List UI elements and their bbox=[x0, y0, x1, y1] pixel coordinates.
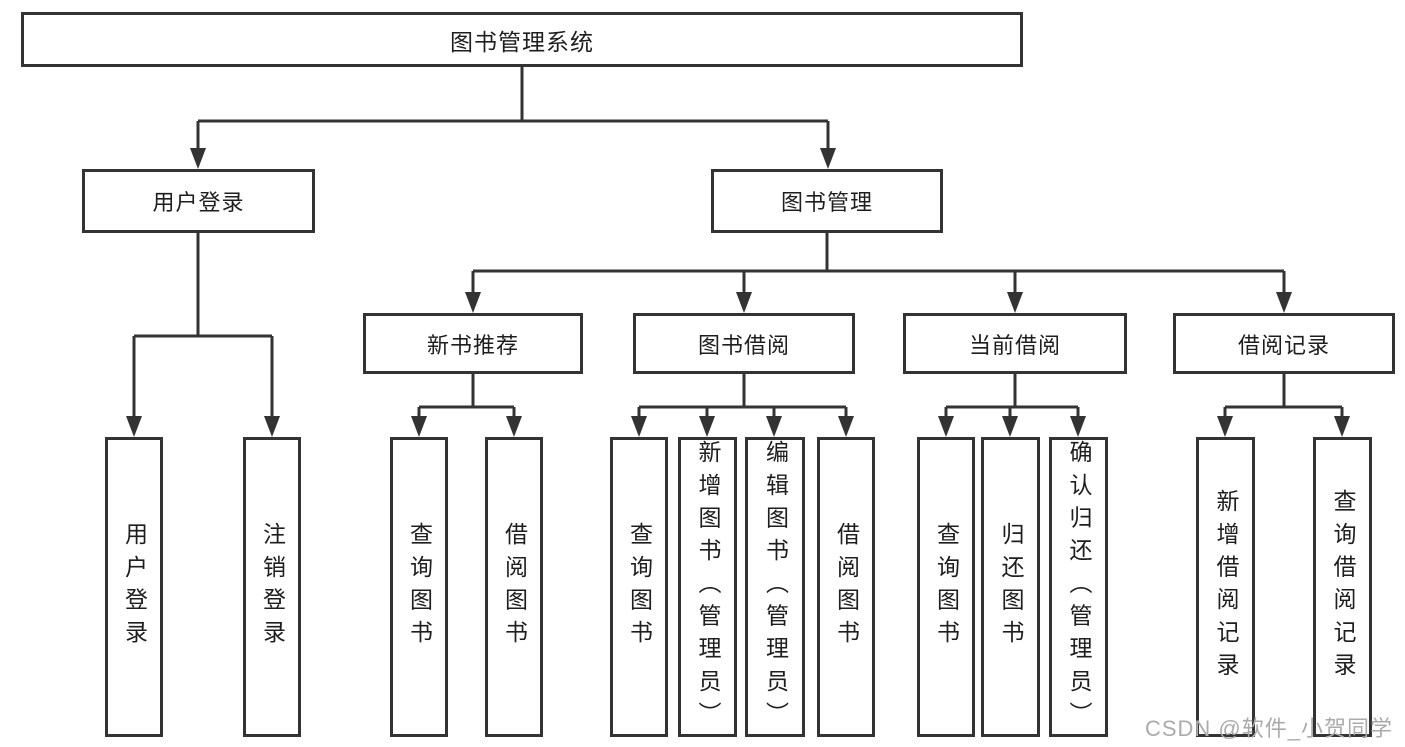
node-current-borrow: 当前借阅 bbox=[903, 313, 1127, 374]
leaf-confirm-return-admin: 确认归还（管理员） bbox=[1049, 437, 1108, 737]
node-borrow-records-label: 借阅记录 bbox=[1237, 332, 1330, 358]
leaf-user-login-label: 用户登录 bbox=[121, 521, 148, 653]
leaf-add-borrow-record: 新增借阅记录 bbox=[1196, 437, 1255, 737]
node-new-book-rec-label: 新书推荐 bbox=[426, 332, 519, 358]
connector-root-split bbox=[190, 66, 836, 169]
node-book-mgmt-label: 图书管理 bbox=[780, 190, 873, 215]
connector-book-mgmt-split bbox=[465, 233, 1292, 313]
node-root: 图书管理系统 bbox=[21, 12, 1023, 67]
leaf-query-books-b-label: 查询图书 bbox=[626, 521, 653, 653]
leaf-confirm-return-admin-label: 确认归还（管理员） bbox=[1066, 440, 1092, 734]
leaf-add-books-admin-label: 新增图书（管理员） bbox=[695, 440, 721, 734]
leaf-user-login: 用户登录 bbox=[105, 437, 163, 737]
node-user-login-label: 用户登录 bbox=[152, 190, 245, 215]
connector-borrow-records-split bbox=[1217, 374, 1350, 437]
node-book-mgmt: 图书管理 bbox=[711, 169, 943, 233]
node-new-book-rec: 新书推荐 bbox=[363, 313, 583, 374]
leaf-add-books-admin: 新增图书（管理员） bbox=[678, 437, 737, 737]
leaf-query-borrow-record: 查询借阅记录 bbox=[1313, 437, 1372, 737]
leaf-logout: 注销登录 bbox=[243, 437, 301, 737]
leaf-add-borrow-record-label: 新增借阅记录 bbox=[1213, 489, 1239, 685]
connector-new-book-rec-split bbox=[411, 374, 522, 437]
connector-current-borrow-split bbox=[938, 374, 1086, 437]
leaf-query-borrow-record-label: 查询借阅记录 bbox=[1330, 489, 1356, 685]
node-book-borrow-label: 图书借阅 bbox=[697, 332, 790, 358]
leaf-edit-books-admin-label: 编辑图书（管理员） bbox=[762, 440, 789, 734]
connector-user-login-split bbox=[126, 233, 280, 437]
leaf-borrow-books-a: 借阅图书 bbox=[485, 437, 543, 737]
leaf-return-books-label: 归还图书 bbox=[998, 521, 1024, 653]
node-book-borrow: 图书借阅 bbox=[633, 313, 855, 374]
leaf-borrow-books-a-label: 借阅图书 bbox=[501, 521, 528, 653]
leaf-query-books-a: 查询图书 bbox=[390, 437, 448, 737]
leaf-edit-books-admin: 编辑图书（管理员） bbox=[745, 437, 805, 737]
node-borrow-records: 借阅记录 bbox=[1173, 313, 1395, 374]
node-current-borrow-label: 当前借阅 bbox=[968, 332, 1061, 358]
connector-book-borrow-split bbox=[631, 374, 854, 437]
leaf-logout-label: 注销登录 bbox=[259, 521, 286, 653]
leaf-borrow-books-b-label: 借阅图书 bbox=[833, 521, 860, 653]
leaf-return-books: 归还图书 bbox=[981, 437, 1040, 737]
leaf-query-books-c: 查询图书 bbox=[917, 437, 975, 737]
node-user-login: 用户登录 bbox=[82, 169, 315, 233]
leaf-query-books-c-label: 查询图书 bbox=[933, 521, 960, 653]
leaf-query-books-b: 查询图书 bbox=[610, 437, 668, 737]
node-root-label: 图书管理系统 bbox=[450, 28, 594, 55]
leaf-query-books-a-label: 查询图书 bbox=[406, 521, 433, 653]
leaf-borrow-books-b: 借阅图书 bbox=[817, 437, 875, 737]
